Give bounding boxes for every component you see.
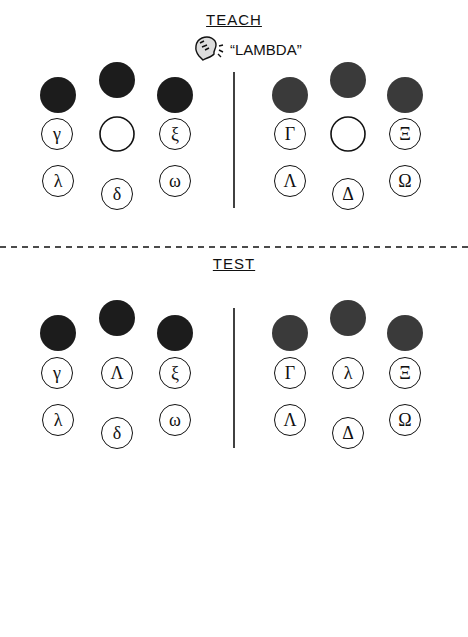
greek-letter: δ xyxy=(113,424,121,442)
greek-letter: ξ xyxy=(171,364,179,382)
symbol-circle: Λ xyxy=(274,165,306,197)
greek-letter: Ω xyxy=(398,172,411,190)
greek-letter: Λ xyxy=(283,411,296,429)
spoken-word: “LAMBDA” xyxy=(230,42,302,59)
section-heading: TEST xyxy=(213,256,255,273)
dark-circle xyxy=(99,300,135,336)
symbol-circle: δ xyxy=(101,178,133,210)
symbol-circle: Δ xyxy=(332,178,364,210)
symbol-circle: Ω xyxy=(389,404,421,436)
greek-letter: γ xyxy=(53,125,61,143)
section-divider xyxy=(0,246,468,247)
symbol-circle: ξ xyxy=(159,357,191,389)
head-scribble xyxy=(200,41,209,50)
symbol-circle: Λ xyxy=(274,404,306,436)
dark-circle xyxy=(40,315,76,351)
greek-letter: Ω xyxy=(398,411,411,429)
greek-letter: λ xyxy=(54,172,63,190)
panel-divider xyxy=(233,308,235,448)
section-heading: TEACH xyxy=(206,12,262,29)
greek-letter: λ xyxy=(54,411,63,429)
symbol-circle: λ xyxy=(42,404,74,436)
greek-letter: δ xyxy=(113,185,121,203)
panel-divider xyxy=(233,72,235,208)
symbol-circle: γ xyxy=(41,118,73,150)
dark-circle xyxy=(157,315,193,351)
greek-letter: Λ xyxy=(110,364,123,382)
teach-dark-circles xyxy=(40,62,423,113)
dark-circle xyxy=(99,62,135,98)
empty-circle xyxy=(331,117,365,151)
symbol-circle: ξ xyxy=(159,118,191,150)
dark-circle xyxy=(40,77,76,113)
greek-letter: λ xyxy=(344,364,353,382)
dark-circle xyxy=(387,77,423,113)
symbol-circle: Ξ xyxy=(389,357,421,389)
dark-circle xyxy=(157,77,193,113)
greek-letter: Ξ xyxy=(399,125,411,143)
symbol-circle: Δ xyxy=(332,417,364,449)
symbol-circle: δ xyxy=(101,417,133,449)
greek-letter: ω xyxy=(169,172,181,190)
symbol-circle: λ xyxy=(332,357,364,389)
speaker-icon xyxy=(196,37,223,60)
symbol-circle: ω xyxy=(159,165,191,197)
greek-letter: Δ xyxy=(342,424,354,442)
dark-circle xyxy=(330,300,366,336)
symbol-circle: λ xyxy=(42,165,74,197)
test-dark-circles xyxy=(40,300,423,351)
empty-circle xyxy=(100,117,134,151)
symbol-circle: Λ xyxy=(101,357,133,389)
greek-letter: Γ xyxy=(285,125,295,143)
greek-letter: Ξ xyxy=(399,364,411,382)
greek-letter: ξ xyxy=(171,125,179,143)
head-outline xyxy=(196,37,216,60)
symbol-circle: Γ xyxy=(274,357,306,389)
symbol-circle: ω xyxy=(159,404,191,436)
symbol-circle: Ξ xyxy=(389,118,421,150)
greek-letter: γ xyxy=(53,364,61,382)
greek-letter: Δ xyxy=(342,185,354,203)
greek-letter: Γ xyxy=(285,364,295,382)
symbol-circle: Ω xyxy=(389,165,421,197)
dark-circle xyxy=(272,315,308,351)
greek-letter: Λ xyxy=(283,172,296,190)
dark-circle xyxy=(387,315,423,351)
greek-letter: ω xyxy=(169,411,181,429)
symbol-circle: γ xyxy=(41,357,73,389)
dark-circle xyxy=(330,62,366,98)
symbol-circle: Γ xyxy=(274,118,306,150)
speech-marks xyxy=(218,45,223,57)
dark-circle xyxy=(272,77,308,113)
